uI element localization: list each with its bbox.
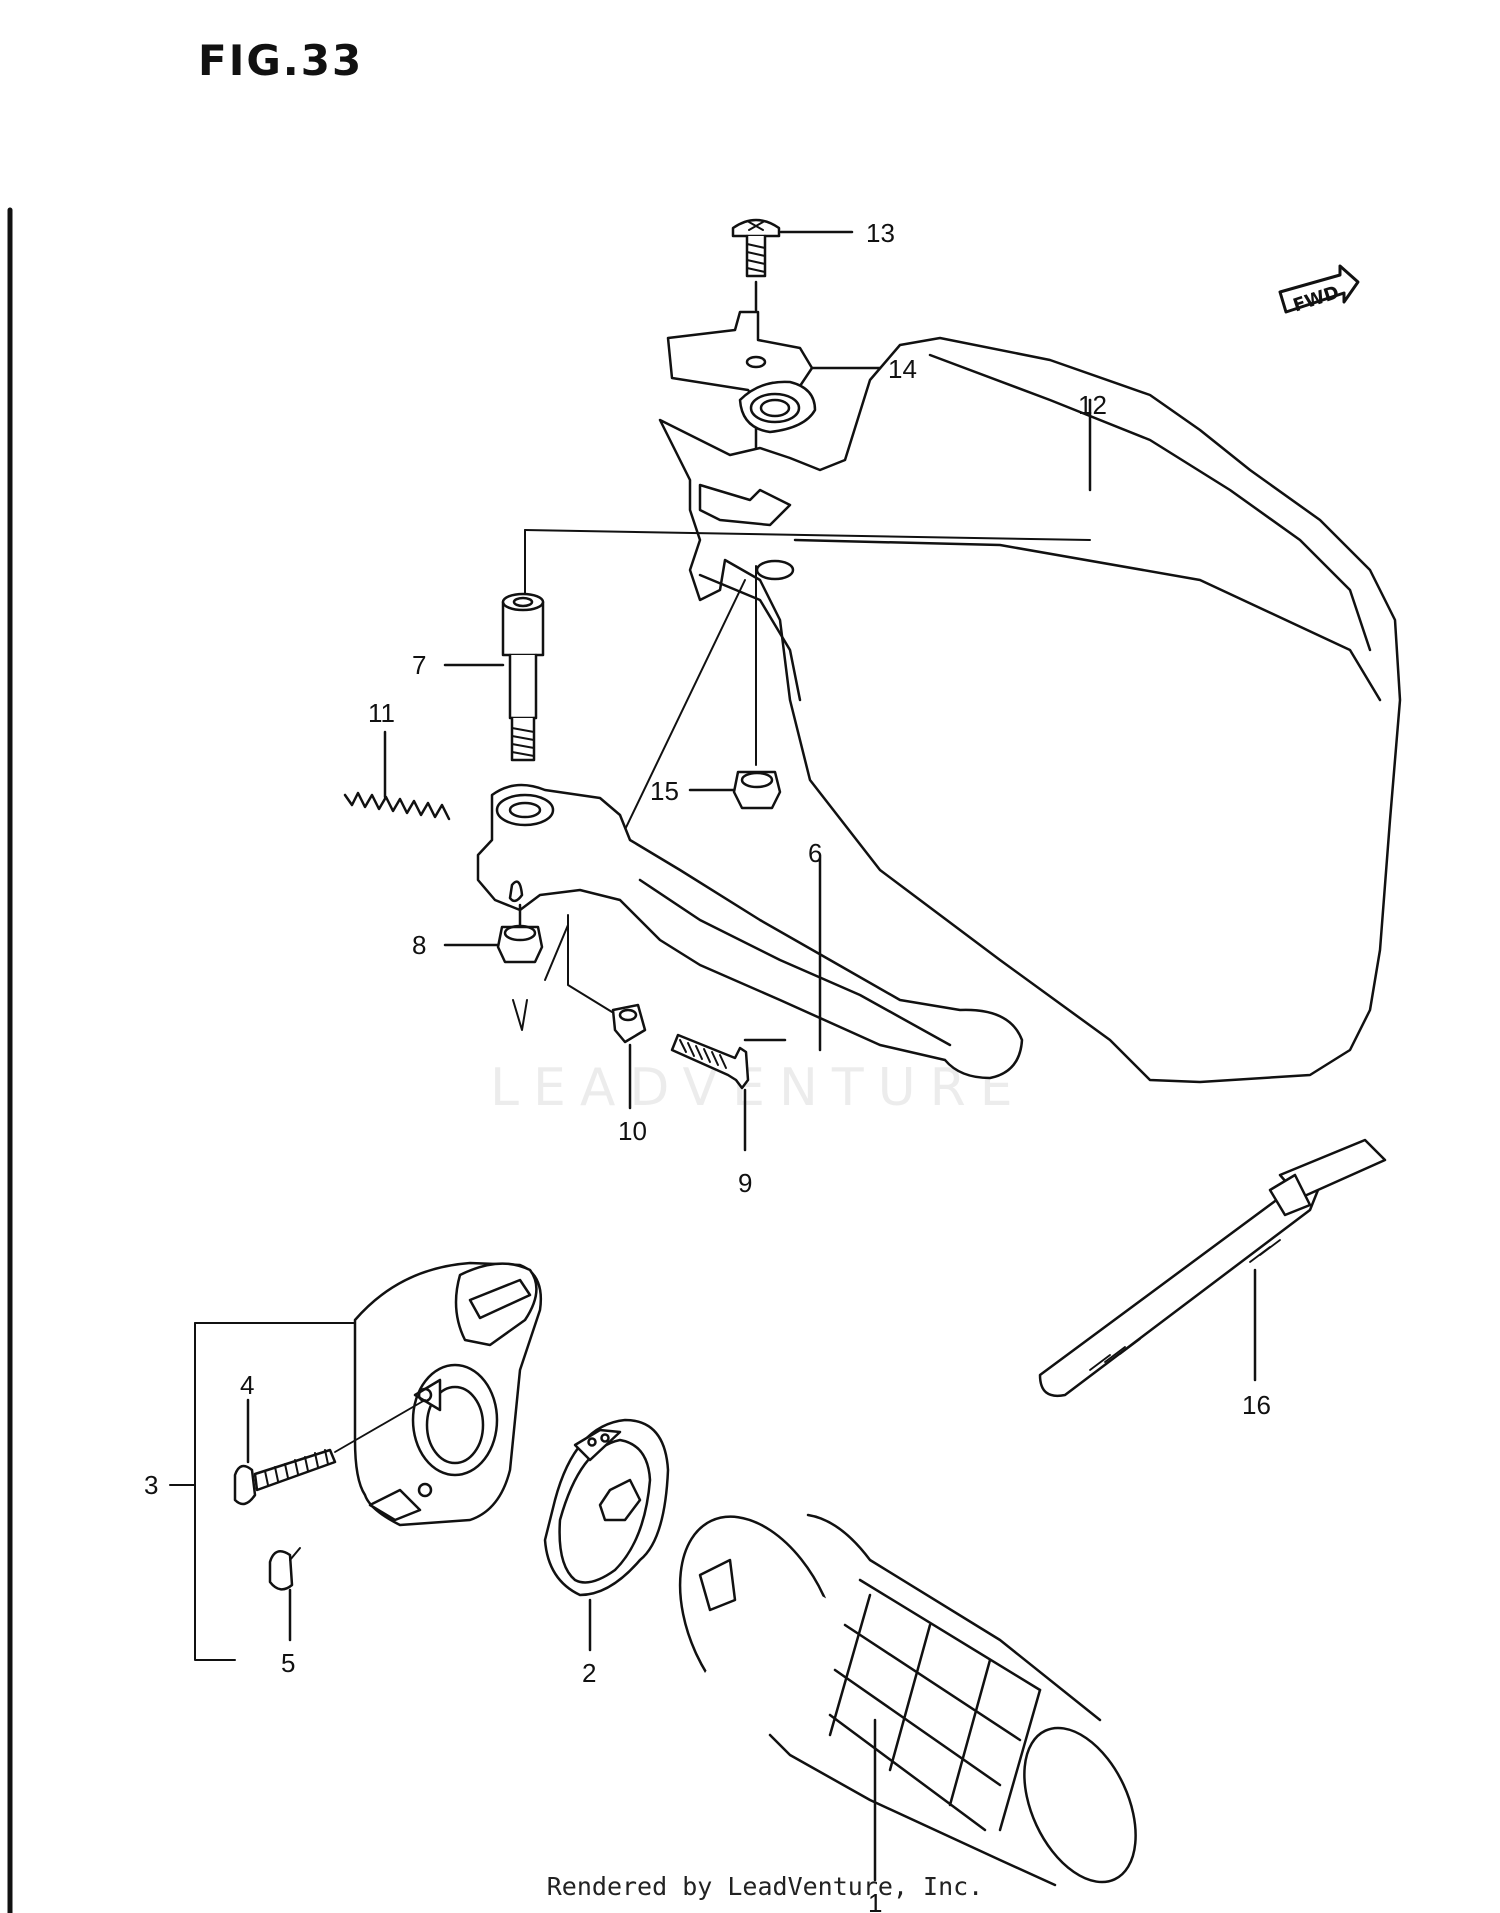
- part-12-hand-guard: [658, 336, 1402, 1084]
- figure-title: FIG.33: [198, 36, 364, 85]
- leader-line-12: [524, 529, 1091, 541]
- callout-13: 13: [866, 218, 895, 248]
- part-16-cable-tie: [1038, 1138, 1387, 1398]
- part-1-grip: [678, 1513, 1137, 1887]
- fwd-arrow-icon: FWD: [1278, 264, 1360, 317]
- part-5-clip: [268, 1547, 301, 1642]
- callout-10: 10: [618, 1116, 647, 1146]
- part-15-nut: [688, 770, 782, 810]
- leadventure-watermark: LEADVENTURE: [490, 1058, 1027, 1118]
- part-4-screw: [233, 1398, 426, 1506]
- callout-16: 16: [1242, 1390, 1271, 1420]
- part-9-screw: [670, 1033, 750, 1152]
- part-13-screw: [731, 218, 854, 312]
- callout-1: 1: [868, 1888, 882, 1913]
- part-11-spring: [343, 730, 451, 821]
- leader-line-6-pivot: [619, 579, 746, 841]
- part-8-nut: [443, 903, 569, 1031]
- callout-9: 9: [738, 1168, 752, 1198]
- callout-7: 7: [412, 650, 426, 680]
- callout-6: 6: [808, 838, 822, 868]
- part-2-throttle-cam: [543, 1418, 670, 1652]
- callout-14: 14: [888, 354, 917, 384]
- part-6-clutch-lever: [476, 783, 1024, 1080]
- part-10-nut: [567, 914, 647, 1110]
- callout-12: 12: [1078, 390, 1107, 420]
- footer-credit: Rendered by LeadVenture, Inc.: [0, 1872, 1500, 1901]
- footer-credit-text: Rendered by LeadVenture, Inc.: [546, 1872, 984, 1901]
- callout-8: 8: [412, 930, 426, 960]
- part-3-switch-housing: [169, 1261, 543, 1661]
- callout-4: 4: [240, 1370, 254, 1400]
- callout-3: 3: [144, 1470, 158, 1500]
- callout-2: 2: [582, 1658, 596, 1688]
- callout-11: 11: [368, 698, 395, 728]
- callout-15: 15: [650, 776, 679, 806]
- part-7-pivot-bolt: [443, 592, 545, 762]
- callout-5: 5: [281, 1648, 295, 1678]
